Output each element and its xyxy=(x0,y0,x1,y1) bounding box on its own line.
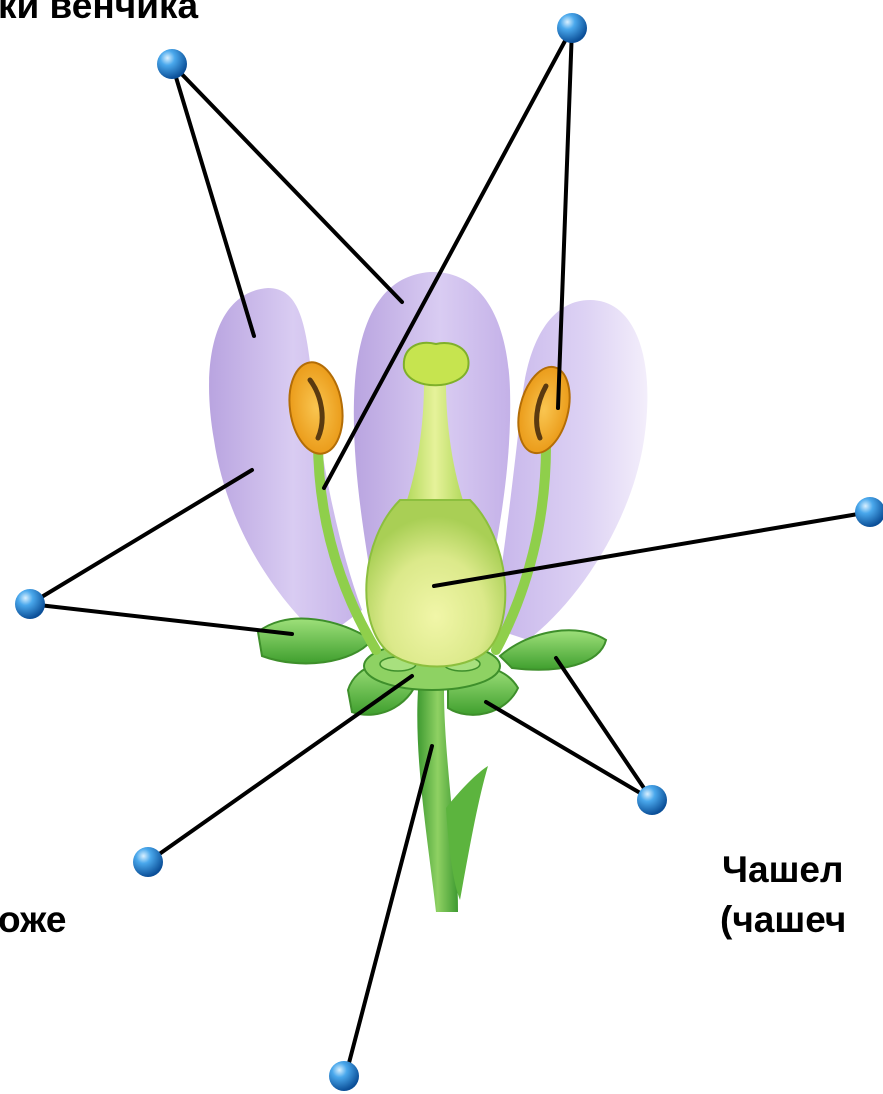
petal-right xyxy=(492,300,647,640)
sepal-right xyxy=(500,630,606,669)
pointer-ball[interactable] xyxy=(329,1061,359,1091)
sepals-label-line2: (чашеч xyxy=(720,898,846,942)
pointer-ball[interactable] xyxy=(15,589,45,619)
petals-label: ки венчика xyxy=(0,0,198,28)
pistil-stigma xyxy=(404,343,469,385)
receptacle-label: оже xyxy=(0,898,66,942)
pointer-ball[interactable] xyxy=(133,847,163,877)
pointer-ball[interactable] xyxy=(157,49,187,79)
pointer-ball[interactable] xyxy=(557,13,587,43)
pointer-ball[interactable] xyxy=(855,497,883,527)
sepal-left xyxy=(258,619,372,664)
pistil-ovary xyxy=(366,500,505,667)
sepals-label-line1: Чашел xyxy=(722,848,844,892)
pointer-ball[interactable] xyxy=(637,785,667,815)
